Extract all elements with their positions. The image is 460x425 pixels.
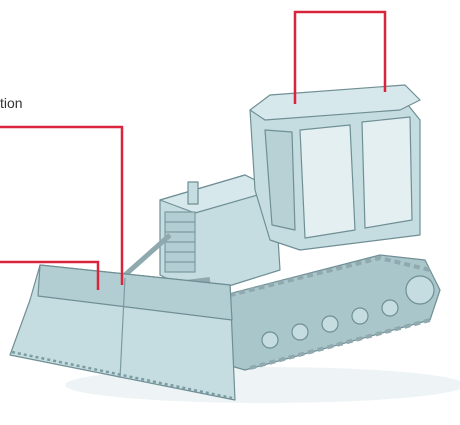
- blade-seam: [119, 277, 126, 379]
- cab-roof: [249, 84, 421, 121]
- leader-line-cab: [293, 10, 387, 104]
- radiator-grille: [164, 211, 196, 273]
- blade-cutting-edge: [11, 350, 233, 400]
- track-rollers: [261, 275, 435, 349]
- cab-window-side: [361, 116, 413, 229]
- leader-line-blade: [0, 260, 100, 290]
- leader-line-engine: [0, 125, 124, 285]
- track-links-bottom: [249, 318, 431, 370]
- track-links: [209, 256, 431, 302]
- cab-window-rear: [264, 129, 296, 231]
- crawler-dozer-illustration: [9, 84, 460, 403]
- exhaust-stack: [187, 181, 199, 205]
- callout-label: tion: [0, 95, 23, 111]
- cab-window-front: [299, 124, 356, 239]
- blade-lift-cylinder: [123, 233, 172, 277]
- dozer-blade-face: [37, 264, 233, 321]
- callout-leader-lines: [0, 10, 387, 290]
